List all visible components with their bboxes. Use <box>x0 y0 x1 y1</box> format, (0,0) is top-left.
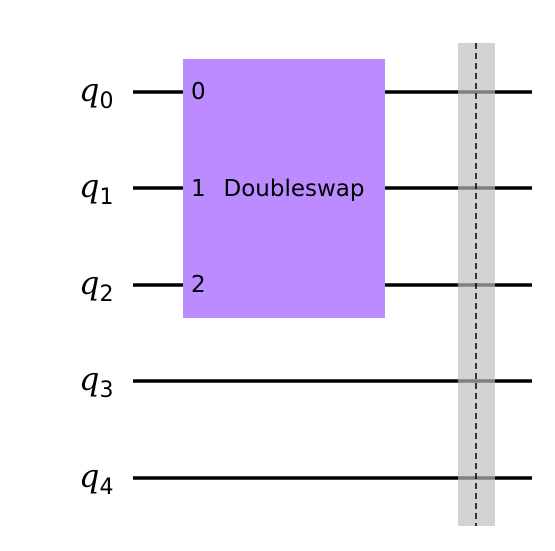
qubit-label-1: q1 <box>79 167 113 210</box>
gate-doubleswap-box <box>183 59 385 318</box>
qubit-labels: q0 q1 q2 q3 q4 <box>79 71 113 500</box>
gate-label: Doubleswap <box>224 176 365 202</box>
gate-port-2: 2 <box>191 272 206 298</box>
qubit-label-4: q4 <box>79 457 113 500</box>
gate-port-1: 1 <box>191 176 206 202</box>
qubit-label-0: q0 <box>79 71 113 114</box>
gate-port-0: 0 <box>191 79 206 105</box>
qubit-label-2: q2 <box>79 264 113 307</box>
qubit-label-3: q3 <box>79 360 113 403</box>
